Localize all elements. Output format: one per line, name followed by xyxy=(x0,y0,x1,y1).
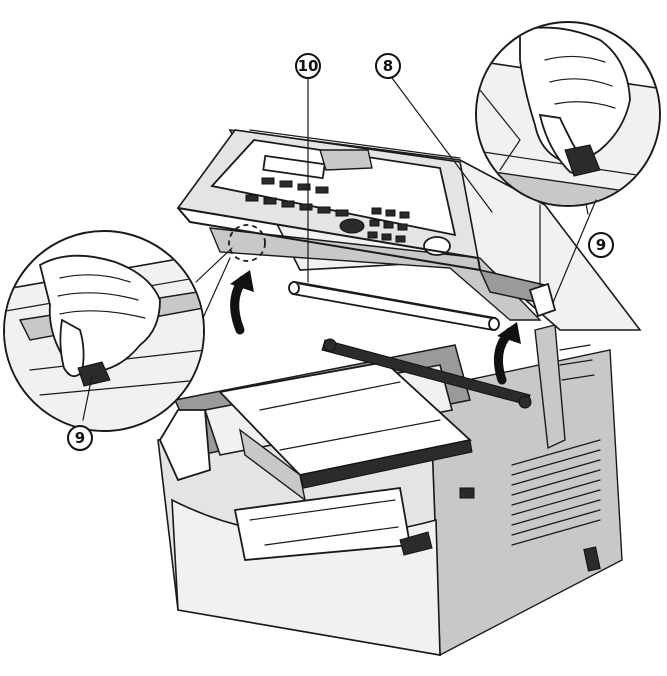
printer-body xyxy=(157,324,623,657)
callout-10-label: 10 xyxy=(298,57,319,75)
dashed-circle-highlight xyxy=(228,224,266,262)
curved-arrow-icon xyxy=(230,270,254,335)
vent-grille xyxy=(511,439,601,546)
lens-glass-roller xyxy=(288,280,500,332)
inset-right xyxy=(475,21,661,207)
toner-cartridge xyxy=(218,361,473,502)
callout-9-left: 9 xyxy=(67,425,93,451)
scanner-lid xyxy=(176,129,642,331)
callout-9-right: 9 xyxy=(588,232,614,258)
control-panel xyxy=(176,129,479,259)
callout-9-left-label: 9 xyxy=(75,429,85,447)
inset-left xyxy=(3,230,205,432)
keypad xyxy=(367,207,410,243)
hand-icon xyxy=(38,254,161,378)
curved-arrow-icon xyxy=(493,322,521,385)
callout-8: 8 xyxy=(375,53,401,79)
callout-8-label: 8 xyxy=(383,57,393,75)
callout-10: 10 xyxy=(295,53,321,79)
callout-9-right-label: 9 xyxy=(596,236,606,254)
